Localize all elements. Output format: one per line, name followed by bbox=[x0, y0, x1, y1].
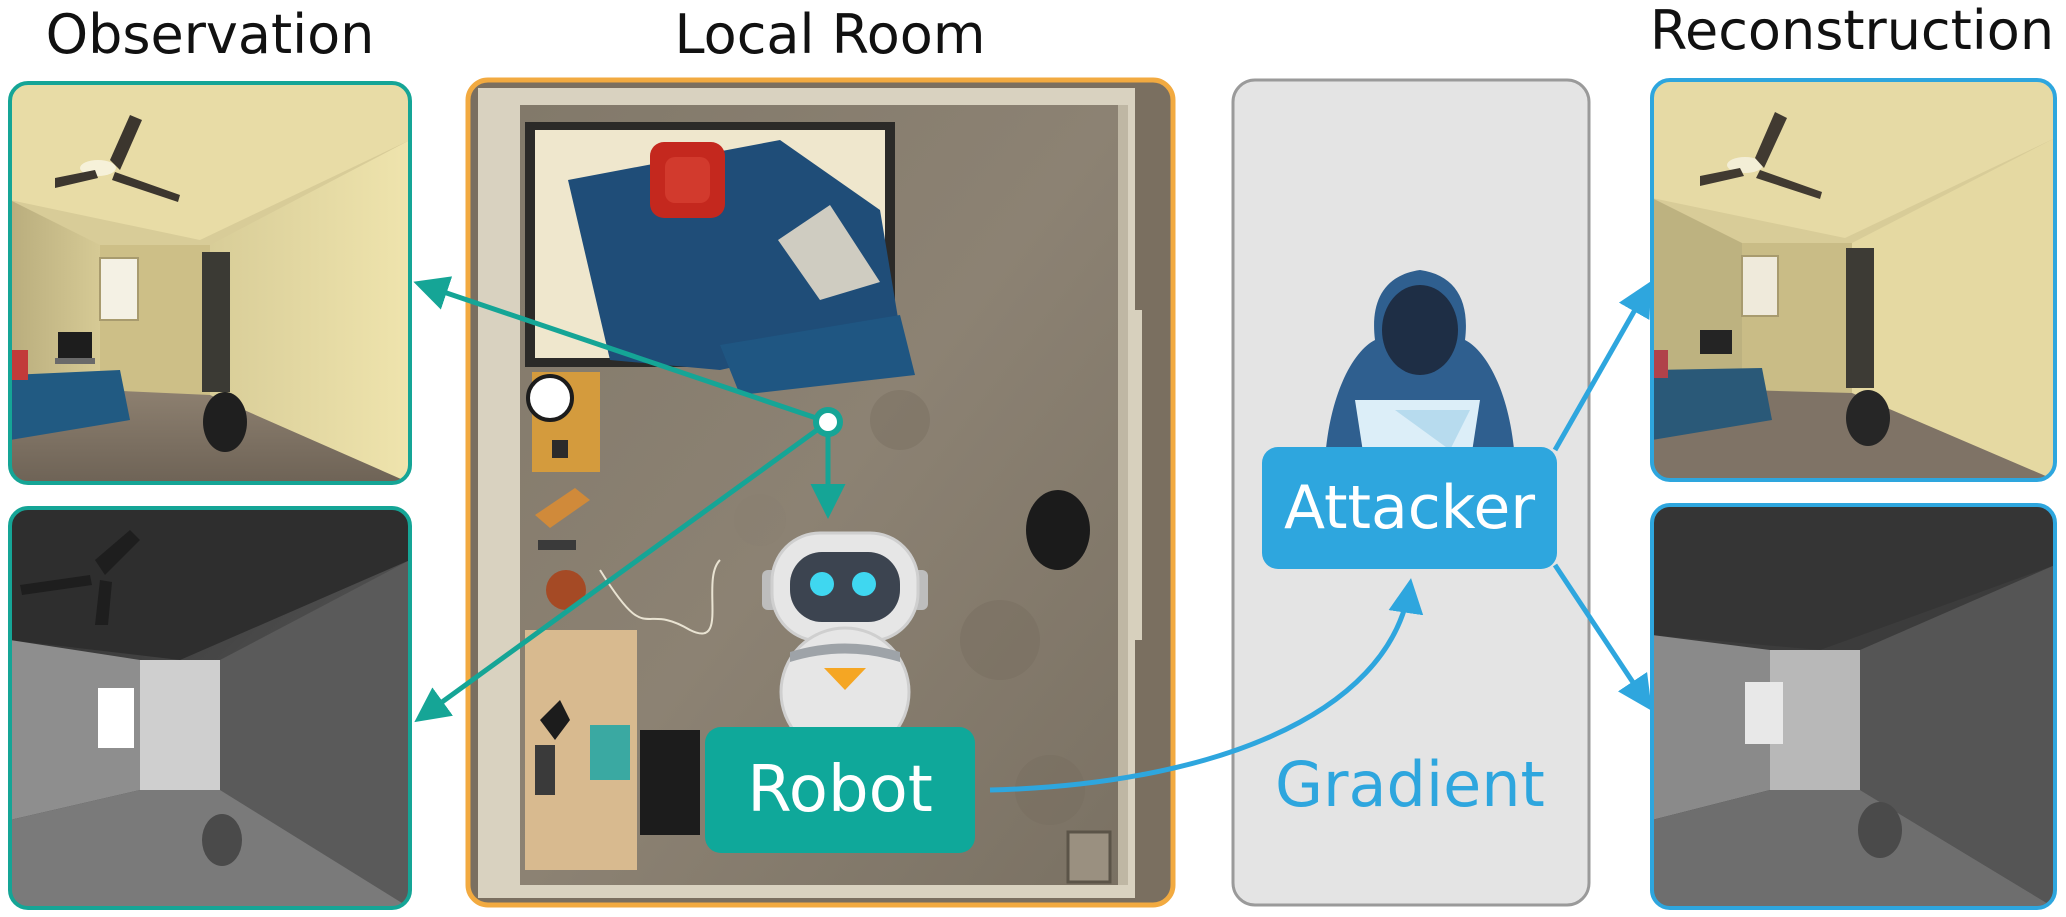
local-room-title: Local Room bbox=[674, 3, 986, 66]
observation-rgb-image bbox=[10, 83, 410, 483]
reconstruction-rgb-frame bbox=[1650, 78, 2057, 482]
observation-rgb-frame bbox=[8, 81, 412, 485]
attacker-label: Attacker bbox=[1262, 447, 1557, 569]
reconstruction-title: Reconstruction bbox=[1649, 0, 2055, 62]
robot-icon bbox=[762, 531, 928, 758]
gradient-label: Gradient bbox=[1275, 748, 1545, 821]
reconstruction-depth-image bbox=[1652, 505, 2055, 908]
robot-viewpoint-marker bbox=[813, 407, 843, 437]
observation-depth-frame bbox=[8, 506, 412, 910]
reconstruction-depth-frame bbox=[1650, 503, 2057, 910]
observation-depth-image bbox=[10, 508, 410, 908]
reconstruction-rgb-image bbox=[1652, 80, 2055, 480]
room-frame bbox=[465, 77, 1176, 908]
observation-title: Observation bbox=[45, 3, 375, 66]
gradient-arrow bbox=[989, 578, 1424, 793]
robot-label: Robot bbox=[705, 727, 975, 853]
reconstruction-arrows bbox=[1552, 280, 1652, 711]
